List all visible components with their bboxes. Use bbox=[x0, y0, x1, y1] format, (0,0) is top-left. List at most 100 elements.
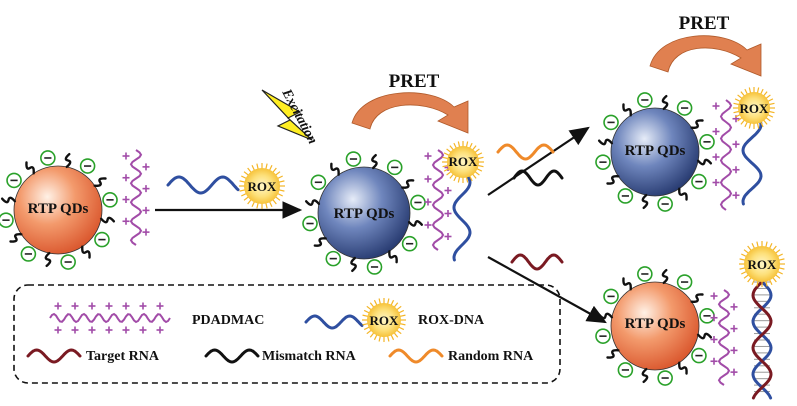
minus-charge-icon bbox=[0, 212, 14, 228]
ligand-icon bbox=[622, 277, 632, 291]
ligand-icon bbox=[371, 153, 378, 170]
quantum-dot-blue bbox=[610, 107, 700, 197]
minus-charge-icon bbox=[60, 254, 76, 270]
minus-charge-icon bbox=[366, 259, 383, 275]
pdadmac-chain bbox=[712, 99, 740, 211]
minus-charge-icon bbox=[410, 194, 426, 211]
rox-label-3: ROX bbox=[740, 101, 770, 116]
qd-label-1: RTP QDs bbox=[28, 201, 89, 217]
minus-charge-icon bbox=[6, 172, 22, 189]
legend-random-rna-label: Random RNA bbox=[448, 349, 534, 364]
ligand-icon bbox=[93, 177, 107, 187]
ligand-icon bbox=[99, 216, 116, 224]
ligand-icon bbox=[330, 162, 340, 176]
minus-charge-icon bbox=[386, 159, 403, 176]
ligand-icon bbox=[44, 251, 52, 268]
ligand-icon bbox=[641, 193, 649, 210]
legend-rox-dna-label: ROX-DNA bbox=[418, 313, 485, 328]
legend-mismatch-rna-label: Mismatch RNA bbox=[262, 349, 357, 364]
rox-label-4: ROX bbox=[748, 257, 778, 272]
minus-charge-icon bbox=[79, 158, 96, 174]
ligand-icon bbox=[606, 349, 620, 359]
ligand-icon bbox=[0, 196, 17, 204]
excitation-label: Excitation bbox=[278, 86, 320, 147]
legend-pdadmac-symbol bbox=[49, 302, 171, 334]
ligand-icon bbox=[597, 312, 614, 320]
rox-dna-strand bbox=[741, 110, 763, 206]
mismatch-rna-strand bbox=[512, 169, 564, 187]
ligand-icon bbox=[597, 138, 614, 146]
legend-mismatch-rna-symbol bbox=[204, 348, 260, 364]
lightning-icon bbox=[261, 89, 313, 141]
minus-charge-icon bbox=[102, 192, 118, 208]
ligand-icon bbox=[678, 361, 688, 375]
minus-charge-icon bbox=[595, 154, 611, 170]
ligand-icon bbox=[661, 268, 669, 285]
ligand-icon bbox=[606, 175, 620, 185]
minus-charge-icon bbox=[676, 274, 693, 290]
legend-random-rna-symbol bbox=[388, 348, 444, 364]
pdadmac-chain bbox=[122, 149, 150, 246]
legend-pdadmac-label: PDADMAC bbox=[192, 313, 264, 328]
rox-dna-strand bbox=[166, 175, 240, 195]
ligand-icon bbox=[661, 94, 669, 111]
minus-charge-icon bbox=[310, 174, 327, 191]
pret-arrow bbox=[351, 92, 469, 134]
legend-target-rna-label: Target RNA bbox=[86, 349, 160, 364]
rox-label-2: ROX bbox=[449, 154, 479, 169]
ligand-icon bbox=[690, 293, 704, 303]
ligand-icon bbox=[696, 158, 713, 166]
minus-charge-icon bbox=[40, 150, 56, 166]
ligand-icon bbox=[690, 119, 704, 129]
minus-charge-icon bbox=[617, 362, 634, 378]
minus-charge-icon bbox=[595, 328, 611, 344]
minus-charge-icon bbox=[617, 188, 634, 204]
legend-dna-symbol bbox=[304, 314, 364, 330]
minus-charge-icon bbox=[94, 231, 110, 248]
target-rna-strand bbox=[510, 253, 564, 271]
minus-charge-icon bbox=[657, 370, 673, 386]
legend-rox-halo bbox=[362, 298, 406, 342]
dna-rna-duplex bbox=[754, 281, 770, 393]
quantum-dot-blue bbox=[317, 166, 411, 260]
random-rna-strand bbox=[496, 143, 555, 161]
rox-halo bbox=[739, 241, 785, 287]
pret-label-2: PRET bbox=[679, 13, 730, 34]
rox-label-legend: ROX bbox=[370, 313, 400, 328]
rox-dna-strand bbox=[452, 168, 472, 262]
ligand-icon bbox=[696, 332, 713, 340]
ligand-icon bbox=[350, 256, 357, 273]
minus-charge-icon bbox=[20, 246, 37, 262]
minus-charge-icon bbox=[345, 151, 362, 167]
minus-charge-icon bbox=[691, 347, 707, 364]
ligand-icon bbox=[622, 103, 632, 117]
ligand-icon bbox=[25, 161, 35, 175]
ligand-icon bbox=[678, 187, 688, 201]
minus-charge-icon bbox=[676, 100, 693, 116]
ligand-icon bbox=[81, 245, 91, 259]
minus-charge-icon bbox=[637, 266, 653, 282]
rox-halo bbox=[733, 87, 775, 129]
qd-label-3: RTP QDs bbox=[625, 143, 686, 159]
rox-halo bbox=[442, 141, 484, 183]
qd-label-4: RTP QDs bbox=[625, 316, 686, 332]
minus-charge-icon bbox=[637, 92, 653, 108]
ligand-icon bbox=[401, 179, 415, 189]
ligand-icon bbox=[407, 220, 424, 227]
minus-charge-icon bbox=[401, 235, 418, 252]
ligand-icon bbox=[304, 199, 321, 206]
minus-charge-icon bbox=[603, 114, 619, 131]
minus-charge-icon bbox=[302, 215, 318, 232]
legend-target-rna-symbol bbox=[26, 348, 82, 364]
pret-arrow bbox=[649, 35, 762, 77]
minus-charge-icon bbox=[657, 196, 673, 212]
rox-halo-step1 bbox=[239, 163, 285, 209]
ligand-icon bbox=[388, 250, 398, 264]
quantum-dot-orange bbox=[13, 165, 103, 255]
ligand-icon bbox=[641, 367, 649, 384]
ligand-icon bbox=[64, 152, 72, 169]
ligand-icon bbox=[313, 237, 327, 247]
minus-charge-icon bbox=[603, 288, 619, 305]
minus-charge-icon bbox=[699, 308, 715, 324]
